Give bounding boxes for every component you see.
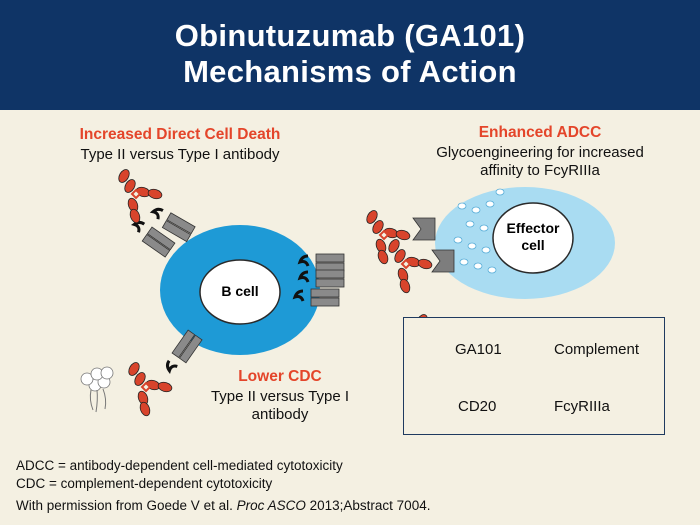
fcyr-effector-a: [412, 217, 436, 241]
direct-death-detail: Type II versus Type I antibody: [80, 146, 280, 163]
ga101-right-b: [385, 236, 434, 296]
title-line-2: Mechanisms of Action: [183, 54, 517, 89]
mechanism-diagram: [80, 166, 615, 422]
footnote-cdc: CDC = complement-dependent cytotoxicity: [16, 476, 273, 491]
legend-fcyr-label: FcyRIIIa: [554, 398, 610, 415]
legend-complement-label: Complement: [554, 341, 640, 358]
effector-label-line-1: Effector: [506, 220, 560, 236]
citation-suffix: 2013;Abstract 7004.: [305, 498, 431, 513]
cdc-detail-2: antibody: [251, 406, 309, 423]
title-line-1: Obinutuzumab (GA101): [174, 18, 526, 53]
citation: With permission from Goede V et al. Proc…: [16, 498, 430, 513]
direct-death-heading: Increased Direct Cell Death: [79, 126, 281, 143]
fcyr-effector-b: [431, 249, 455, 273]
citation-journal: Proc ASCO: [236, 498, 306, 513]
effector-cell-label: Effector cell: [495, 220, 571, 254]
cdc-heading: Lower CDC: [238, 368, 322, 385]
b-cell-nucleus: [199, 259, 281, 325]
cd20-lower-left: [161, 328, 204, 378]
complement-bound: [80, 366, 114, 413]
b-cell-label: B cell: [221, 283, 259, 299]
cdc-detail-1: Type II versus Type I: [210, 388, 350, 405]
legend-cd20-label: CD20: [458, 398, 497, 415]
effector-cell-nucleus: [492, 202, 574, 274]
legend-ga101-label: GA101: [455, 341, 502, 358]
ga101-lower-left: [125, 359, 174, 419]
adcc-detail-2: affinity to FcyRIIIa: [480, 162, 600, 179]
legend-box: [403, 317, 665, 435]
ga101-upper-left: [115, 166, 164, 226]
citation-prefix: With permission from Goede V et al.: [16, 498, 237, 513]
effector-label-line-2: cell: [521, 237, 545, 253]
effector-granules: [453, 188, 505, 274]
adcc-detail-1: Glycoengineering for increased: [436, 144, 644, 161]
adcc-heading: Enhanced ADCC: [478, 124, 602, 141]
footnote-adcc: ADCC = antibody-dependent cell-mediated …: [16, 458, 343, 473]
title-banner: Obinutuzumab (GA101) Mechanisms of Actio…: [0, 0, 700, 110]
